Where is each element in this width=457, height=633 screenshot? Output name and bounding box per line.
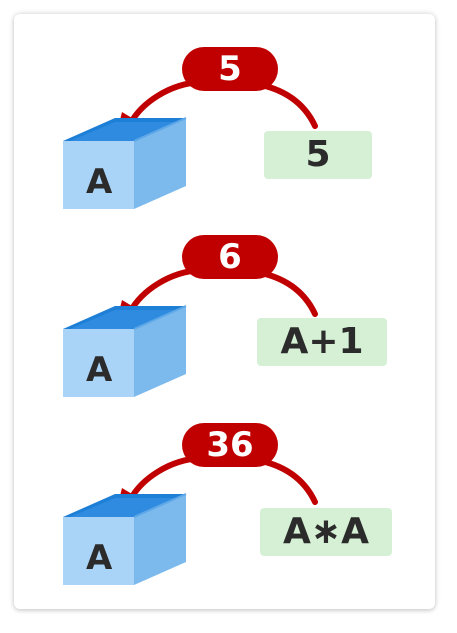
result-pill: 5 [182, 47, 278, 91]
variable-box-label: A [86, 350, 113, 390]
assignment-row-1: 5 A 5 [0, 44, 457, 224]
expression-value: A∗A [260, 508, 392, 556]
variable-box-label: A [86, 162, 113, 202]
assignment-row-3: 36 A A∗A [0, 420, 457, 600]
variable-box-label: A [86, 538, 113, 578]
assignment-row-2: 6 A A+1 [0, 232, 457, 412]
assignment-arrow-and-box-1 [63, 79, 318, 209]
result-pill: 6 [182, 235, 278, 279]
expression-value: 5 [264, 131, 372, 179]
result-pill: 36 [182, 423, 278, 467]
expression-value: A+1 [257, 318, 387, 366]
